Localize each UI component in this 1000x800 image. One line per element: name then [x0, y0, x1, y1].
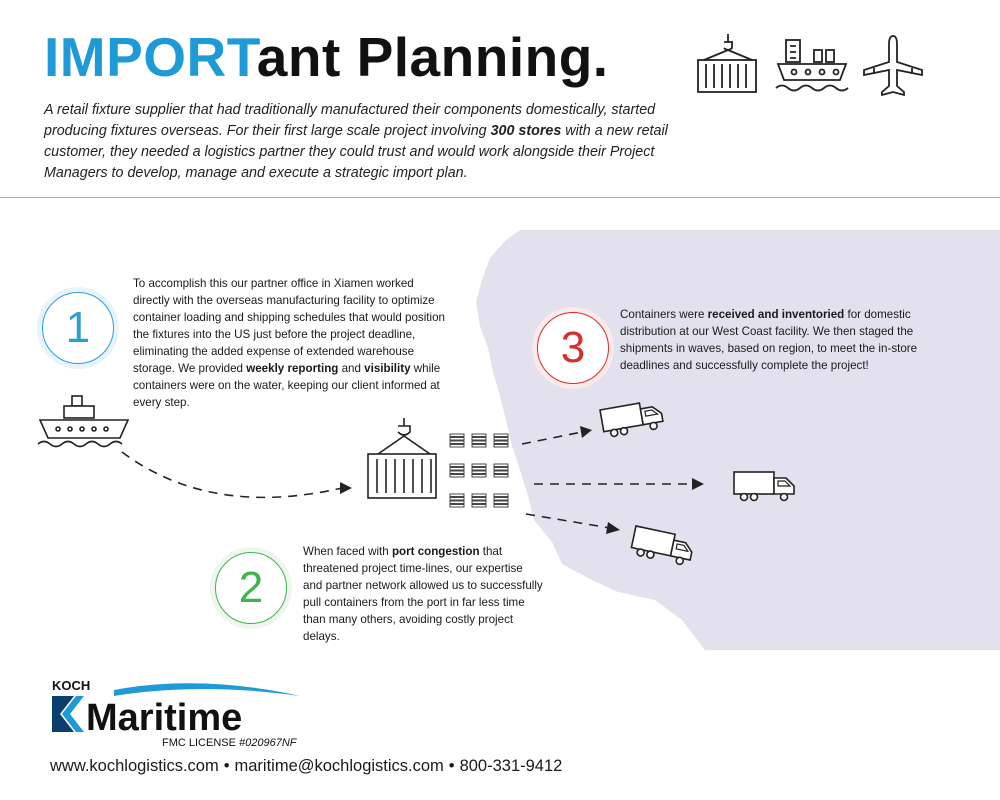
logo-swoosh [114, 683, 300, 696]
step-2-text: When faced with port congestion that thr… [303, 545, 543, 643]
separator: • [223, 757, 230, 775]
header-icons [697, 34, 923, 97]
step-1-highlight-visibility: visibility [364, 362, 411, 375]
phone-number[interactable]: 800-331-9412 [459, 757, 563, 775]
step-3-highlight: received and inventoried [707, 308, 845, 321]
cargo-ship-icon [775, 39, 849, 92]
title-highlight: IMPORT [44, 26, 257, 88]
logo-k-mark [52, 696, 74, 732]
title-rest: ant Planning. [256, 26, 609, 88]
website-link[interactable]: www.kochlogistics.com [50, 757, 219, 775]
intro-highlight: 300 stores [490, 123, 562, 139]
logo-brand-text: Maritime [86, 697, 242, 739]
logo-koch-text: KOCH [52, 678, 90, 693]
step-3-circle: 3 [537, 312, 609, 384]
section-divider [0, 197, 1000, 198]
pallet-stacks [449, 433, 509, 508]
step-2-highlight: port congestion [391, 545, 480, 558]
koch-maritime-logo: KOCH Maritime FMC LICENSE #020967NF [52, 678, 300, 749]
step-1-highlight-reporting: weekly reporting [246, 362, 339, 375]
us-map-shape [476, 230, 1000, 650]
step-1-circle: 1 [42, 292, 114, 364]
step-1-text: To accomplish this our partner office in… [133, 277, 445, 409]
logo-license: FMC LICENSE #020967NF [162, 737, 298, 749]
container-crane-icon [367, 418, 437, 499]
step-2-circle: 2 [215, 552, 287, 624]
intro-text-start: A retail fixture supplier that had tradi… [44, 102, 656, 139]
distribution-arrows [521, 431, 694, 529]
cargo-ship-icon [37, 395, 130, 448]
intro-text-end: with a new retail customer, they needed … [44, 123, 668, 181]
ship-route-line [121, 451, 343, 499]
us-map-graphic [37, 230, 1000, 650]
shipping-container-crane-icon [697, 34, 757, 93]
intro-paragraph: A retail fixture supplier that had tradi… [44, 100, 684, 184]
page-title: IMPORTant Planning. [44, 30, 609, 85]
contact-footer: www.kochlogistics.com•maritime@kochlogis… [50, 757, 562, 776]
airplane-icon [863, 35, 923, 97]
step-3-text: Containers were received and inventoried… [620, 308, 918, 372]
email-link[interactable]: maritime@kochlogistics.com [234, 757, 444, 775]
ship-route-arrow [340, 482, 352, 494]
separator: • [448, 757, 455, 775]
